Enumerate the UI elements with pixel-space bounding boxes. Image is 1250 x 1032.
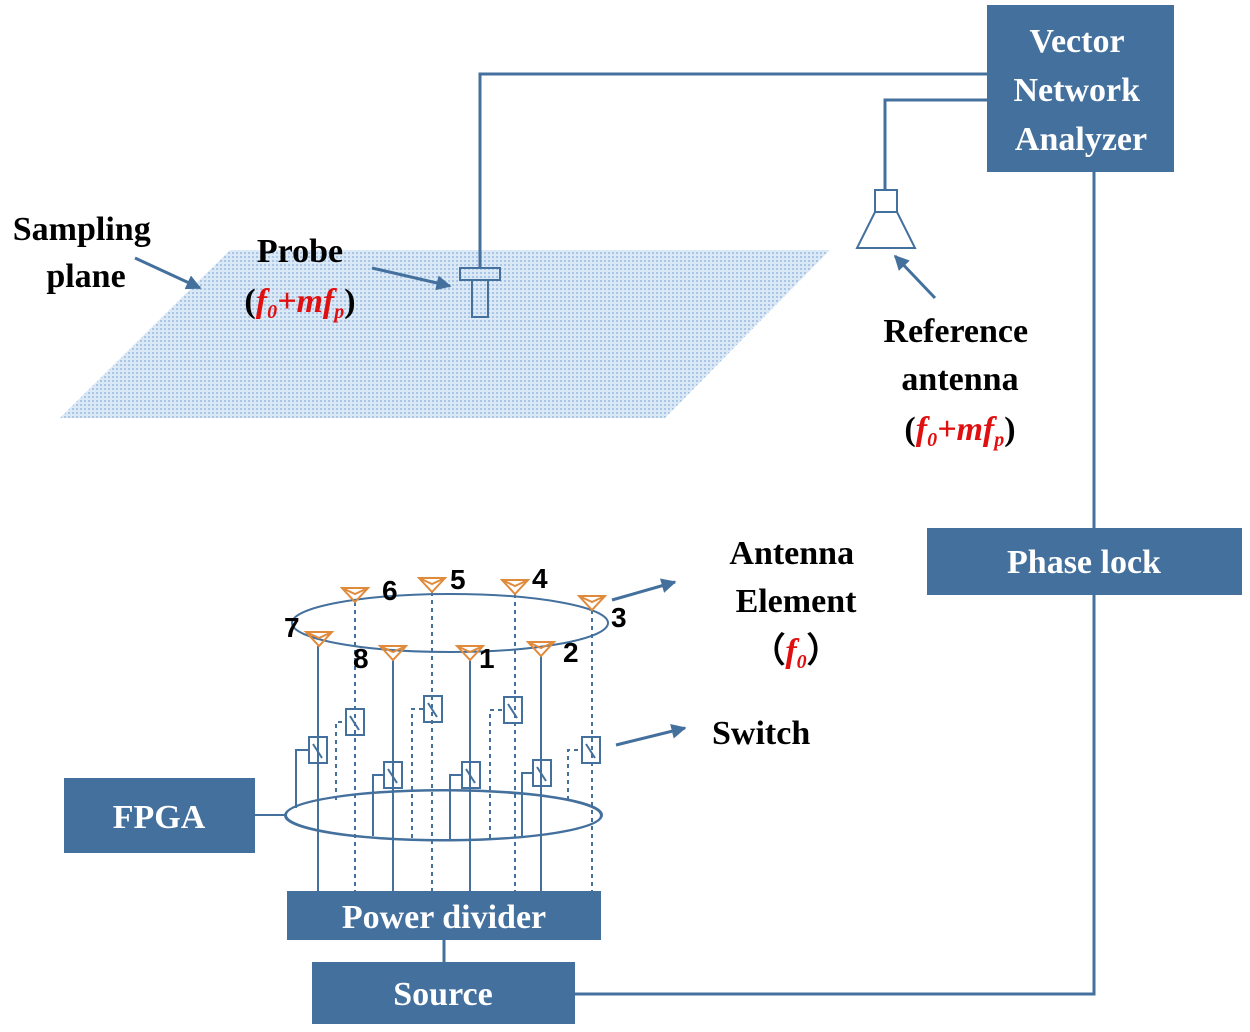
probe-label: Probe [257,233,343,270]
element-frequency: （f0） [751,631,840,673]
sampling-line-1: Sampling [13,211,151,248]
control-lead [411,708,424,838]
element-number: 6 [382,575,398,606]
horn-element-icon [339,587,371,604]
reference-cable [883,98,987,190]
pf-plus: +mf [277,283,338,320]
pf-subp: p [332,301,344,323]
pf-open: ( [244,283,255,320]
fpga-box [64,778,255,853]
probe-arrow [371,266,452,291]
horn-element-icon [303,631,335,648]
switch-label: Switch [712,715,810,752]
switch-icon [503,696,523,724]
pf-sub0: 0 [267,301,277,323]
switch-icon [423,695,443,723]
ef-f: f [785,633,800,670]
vna-line-2: Network [1013,72,1140,109]
horn-element-icon [454,645,486,662]
switch-icon [532,759,552,787]
reference-frequency: (f0+mfp) [904,411,1015,451]
ae-line-1: Antenna [729,535,854,572]
ef-close: ） [807,631,841,670]
sampling-plane-label: Sampling plane [13,211,159,295]
control-lead [335,721,346,800]
feed-network [295,592,601,891]
power-divider-label: Power divider [342,899,546,936]
ef-sub0: 0 [797,651,807,673]
ref-line-2: antenna [901,361,1018,398]
ae-line-2: Element [736,583,858,620]
rf-sub0: 0 [927,429,937,451]
fpga-ring-shape [285,789,603,841]
phase-lock-box [927,528,1242,595]
control-lead [489,709,504,838]
antenna-element-label: Antenna Element [729,535,862,620]
switch-icon [581,736,601,764]
phaselock-source-cable [575,595,1096,996]
element-number: 8 [353,643,369,674]
phase-lock-label: Phase lock [1007,544,1161,581]
switch-icon [461,761,481,789]
probe-cable [478,72,987,268]
source-box [312,962,575,1024]
probe-icon [459,267,501,318]
horn-element-icon [377,645,409,662]
vna-line-1: Vector [1030,23,1125,60]
power-divider-box [287,891,601,940]
antenna-elements [303,577,608,662]
control-lead [567,749,582,800]
source-label: Source [393,976,492,1013]
control-lead [521,772,533,836]
rf-f: f [916,411,931,448]
control-lead [372,774,384,836]
sampling-line-2: plane [46,258,125,295]
vna-line-3: Analyzer [1015,121,1147,158]
element-number: 2 [563,637,579,668]
reference-antenna-label: Reference antenna [883,313,1036,398]
element-number: 7 [284,612,300,643]
element-number: 4 [532,563,548,594]
vna-box [987,5,1174,172]
control-lead [295,749,309,808]
pf-close: ) [344,283,355,320]
sampling-arrow [134,256,202,290]
horn-element-icon [576,595,608,612]
element-number: 1 [479,643,495,674]
rf-open: ( [904,411,915,448]
element-arrow [611,578,677,602]
switch-icon [345,708,365,736]
ef-open: （ [751,631,785,670]
switch-arrow [615,723,687,747]
horn-element-icon [525,641,557,658]
element-number: 3 [611,602,627,633]
horn-element-icon [416,577,448,594]
horn-element-icon [499,579,531,596]
fpga-label: FPGA [113,799,206,836]
vna-text: Vector Network Analyzer [1013,23,1148,158]
switch-icon [308,736,328,764]
rf-subp: p [992,429,1004,451]
reference-arrow [893,254,937,300]
rf-plus: +mf [937,411,998,448]
element-number: 5 [450,564,466,595]
pf-f: f [256,283,271,320]
horn-antenna-icon [855,189,917,249]
switch-icon [383,761,403,789]
rf-close: ) [1004,411,1015,448]
ref-line-1: Reference [883,313,1028,350]
sampling-plane [60,250,830,418]
control-lead [449,774,462,840]
antenna-ring [291,593,609,653]
probe-frequency: (f0+mfp) [244,283,355,323]
